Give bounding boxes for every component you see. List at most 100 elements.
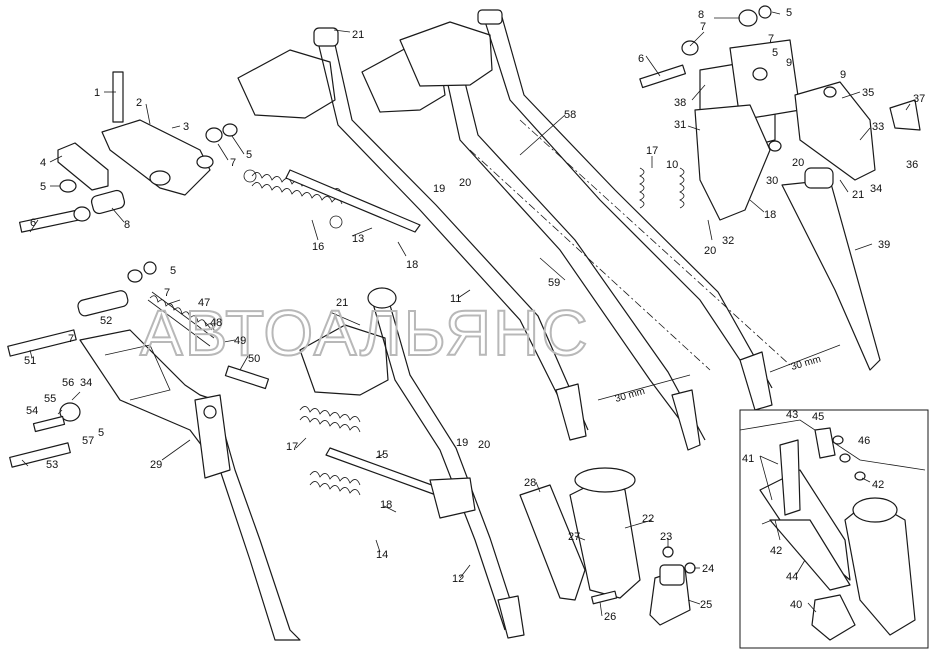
callout: 36 xyxy=(906,159,918,171)
callout: 9 xyxy=(786,57,792,69)
callout: 27 xyxy=(568,531,580,543)
callout: 5 xyxy=(786,7,792,19)
callout: 2 xyxy=(136,97,142,109)
callout: 29 xyxy=(150,459,162,471)
callout: 52 xyxy=(100,315,112,327)
inset-detail xyxy=(739,419,926,641)
callout: 12 xyxy=(452,573,464,585)
callout: 7 xyxy=(68,333,74,345)
arm-29 xyxy=(79,329,301,641)
callout: 41 xyxy=(742,453,754,465)
callout: 5 xyxy=(170,265,176,277)
callout: 33 xyxy=(872,121,884,133)
callout: 46 xyxy=(858,435,870,447)
callout: 7 xyxy=(700,21,706,33)
callout: 25 xyxy=(700,599,712,611)
callout: 7 xyxy=(768,33,774,45)
callout: 21 xyxy=(352,29,364,41)
callout: 21 xyxy=(852,189,864,201)
callout: 47 xyxy=(198,297,210,309)
callout: 38 xyxy=(674,97,686,109)
callout: 8 xyxy=(698,9,704,21)
rod-13 xyxy=(285,169,421,233)
callout: 50 xyxy=(248,353,260,365)
callout: 23 xyxy=(660,531,672,543)
callout: 19 xyxy=(456,437,468,449)
callout: 43 xyxy=(786,409,798,421)
callout: 10 xyxy=(666,159,678,171)
callout: 45 xyxy=(812,411,824,423)
callout: 5 xyxy=(246,149,252,161)
callout: 31 xyxy=(674,119,686,131)
bracket-38 xyxy=(639,5,921,371)
callout: 55 xyxy=(44,393,56,405)
callout: 56 xyxy=(62,377,74,389)
callout: 8 xyxy=(124,219,130,231)
callout: 51 xyxy=(24,355,36,367)
bolt-51 xyxy=(7,329,77,357)
frame-12 xyxy=(299,287,525,639)
callout-labels: 1 2 3 4 5 6 7 5 8 21 58 59 11 16 13 18 1… xyxy=(24,7,925,623)
callout: 9 xyxy=(840,69,846,81)
callout: 18 xyxy=(380,499,392,511)
callout: 7 xyxy=(230,157,236,169)
callout: 20 xyxy=(792,157,804,169)
callout: 19 xyxy=(433,183,445,195)
callout: 53 xyxy=(46,459,58,471)
frame-11 xyxy=(237,27,589,441)
callout: 57 xyxy=(82,435,94,447)
callout: 13 xyxy=(352,233,364,245)
callout: 42 xyxy=(872,479,884,491)
leader-lines xyxy=(21,11,911,617)
callout: 6 xyxy=(30,217,36,229)
frame-59 xyxy=(361,45,706,451)
callout: 21 xyxy=(336,297,348,309)
callout: 48 xyxy=(210,317,222,329)
callout: 28 xyxy=(524,477,536,489)
callout: 42 xyxy=(770,545,782,557)
frame-58 xyxy=(399,9,773,411)
callout: 16 xyxy=(312,241,324,253)
watermark-text: АВТОАЛЬЯНС xyxy=(140,297,590,369)
callout: 59 xyxy=(548,277,560,289)
callout: 34 xyxy=(870,183,882,195)
callout: 44 xyxy=(786,571,798,583)
callout: 17 xyxy=(646,145,658,157)
hopper-22 xyxy=(519,467,696,626)
bracket-2 xyxy=(19,71,238,233)
callout: 5 xyxy=(772,47,778,59)
spring-17-top xyxy=(639,167,685,209)
dimension-label: 30 mm xyxy=(614,386,646,405)
callout: 20 xyxy=(459,177,471,189)
bolt-50 xyxy=(224,365,270,390)
callout: 3 xyxy=(183,121,189,133)
callout: 40 xyxy=(790,599,802,611)
callout: 1 xyxy=(94,87,100,99)
callout: 14 xyxy=(376,549,388,561)
callout: 4 xyxy=(40,157,46,169)
bolt-53 xyxy=(9,442,71,468)
callout: 17 xyxy=(286,441,298,453)
callout: 6 xyxy=(638,53,644,65)
bushing-52 xyxy=(77,290,129,317)
callout: 18 xyxy=(406,259,418,271)
callout: 7 xyxy=(164,287,170,299)
callout: 39 xyxy=(878,239,890,251)
callout: 30 xyxy=(766,175,778,187)
callout: 20 xyxy=(704,245,716,257)
callout: 22 xyxy=(642,513,654,525)
callout: 5 xyxy=(98,427,104,439)
callout: 11 xyxy=(450,293,461,305)
callout: 5 xyxy=(40,181,46,193)
callout: 24 xyxy=(702,563,714,575)
callout: 34 xyxy=(80,377,92,389)
callout: 20 xyxy=(478,439,490,451)
callout: 18 xyxy=(764,209,776,221)
callout: 37 xyxy=(913,93,925,105)
spring-17-bottom xyxy=(299,406,361,496)
callout: 35 xyxy=(862,87,874,99)
spring-47 xyxy=(147,291,215,347)
dimension-label: 30 mm xyxy=(790,354,822,373)
